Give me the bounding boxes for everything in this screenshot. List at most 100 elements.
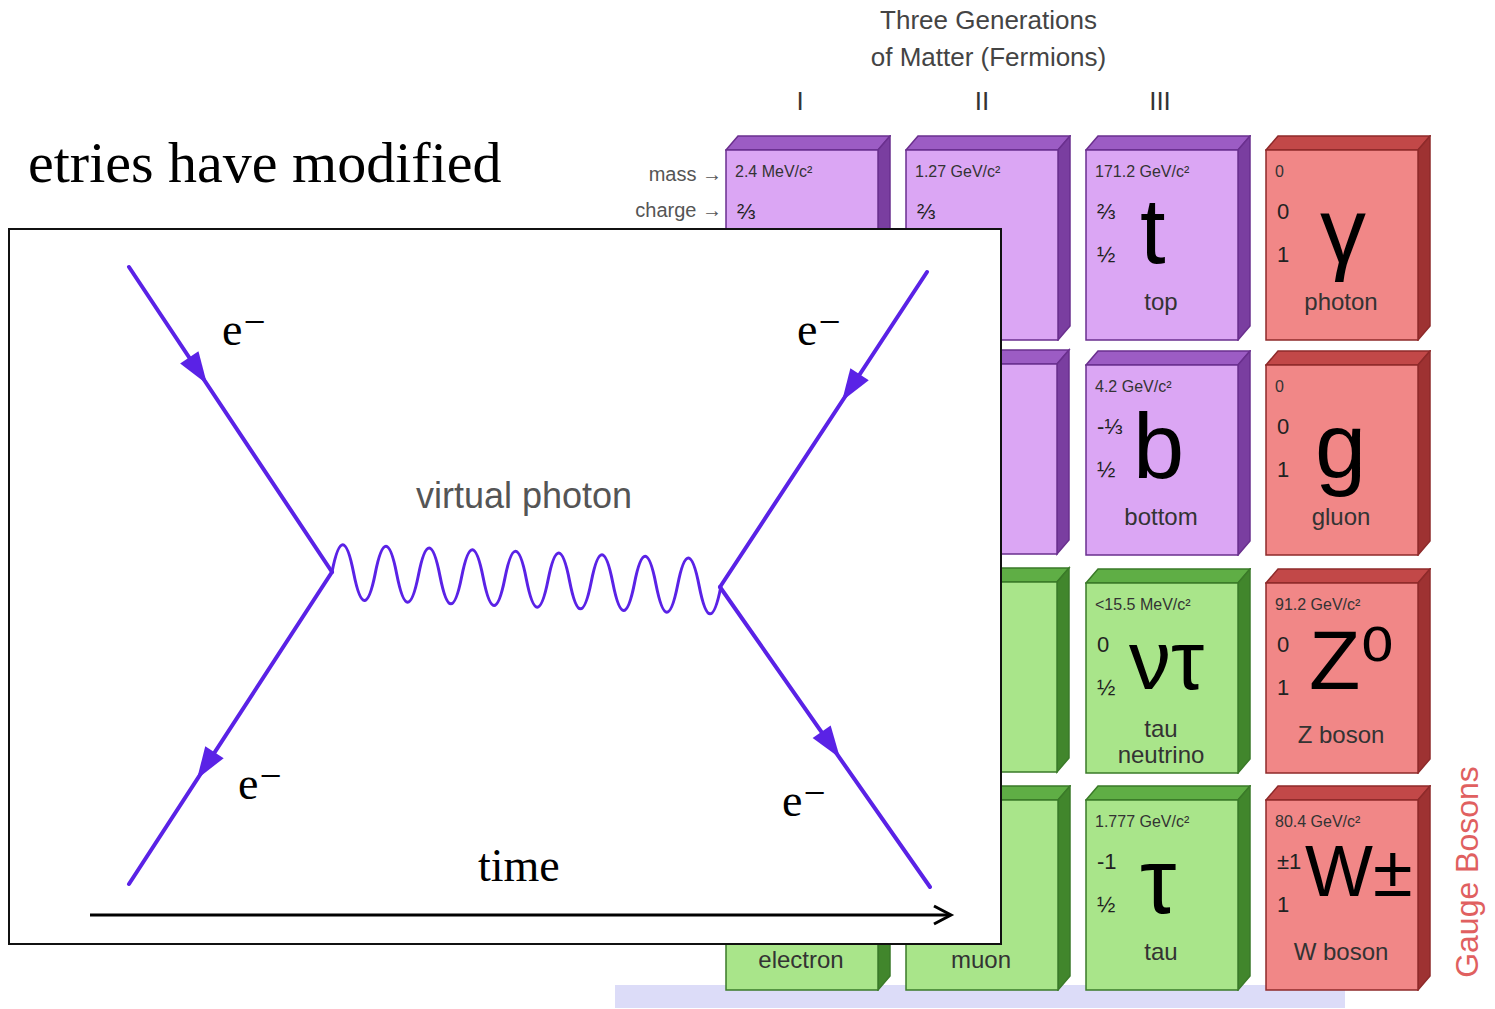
electron-line xyxy=(129,572,332,884)
arrowhead xyxy=(188,746,224,785)
propagator-label: virtual photon xyxy=(416,475,632,516)
particle-name: muon xyxy=(905,947,1057,973)
particle-symbol: t xyxy=(1140,185,1166,277)
card-top xyxy=(906,136,1070,150)
particle-symbol: ντ xyxy=(1129,618,1204,702)
particle-name: photon xyxy=(1265,289,1417,315)
charge-value: ±1 xyxy=(1277,849,1301,875)
charge-value: 0 xyxy=(1277,199,1289,225)
card-side xyxy=(1238,569,1250,773)
card-side xyxy=(1238,351,1250,555)
mass-value: 2.4 MeV/c² xyxy=(735,162,812,182)
electron-line xyxy=(720,587,930,887)
card-face xyxy=(1266,583,1418,773)
card-face xyxy=(1086,365,1238,555)
particle-label: e⁻ xyxy=(238,758,283,811)
spin-value: ½ xyxy=(1097,457,1115,483)
card-top xyxy=(1266,786,1430,800)
electron-line xyxy=(129,267,332,572)
charge-value: 0 xyxy=(1277,632,1289,658)
card-top xyxy=(1086,136,1250,150)
card-top xyxy=(1266,569,1430,583)
card-side xyxy=(1418,569,1430,773)
spin-value: 1 xyxy=(1277,892,1289,918)
card-face xyxy=(1086,583,1238,773)
row-key: charge → xyxy=(635,198,722,222)
card-top xyxy=(1086,569,1250,583)
particle-label: e⁻ xyxy=(222,304,267,357)
particle-symbol: Z⁰ xyxy=(1309,618,1394,702)
mass-value: <15.5 MeV/c² xyxy=(1095,595,1191,615)
electron-line xyxy=(720,272,927,587)
arrowhead xyxy=(813,725,849,764)
generation-number: I xyxy=(796,86,803,117)
particle-card: 4.2 GeV/c² -⅓ ½b bottom xyxy=(1085,350,1250,555)
mass-value: 4.2 GeV/c² xyxy=(1095,377,1171,397)
charge-value: -1 xyxy=(1097,849,1117,875)
particle-name: tau neutrino xyxy=(1111,716,1211,768)
card-side xyxy=(1058,786,1070,990)
spin-value: ½ xyxy=(1097,892,1115,918)
particle-card: 1.777 GeV/c² -1 ½τ tau xyxy=(1085,785,1250,990)
spin-value: ½ xyxy=(1097,675,1115,701)
diagram-panel: e⁻e⁻e⁻e⁻virtual photontime xyxy=(8,228,1002,945)
particle-name: gluon xyxy=(1265,504,1417,530)
spin-value: 1 xyxy=(1277,242,1289,268)
row-key: mass → xyxy=(649,162,722,186)
mass-value: 0 xyxy=(1275,162,1284,182)
group-label: Gauge Bosons xyxy=(1448,766,1486,978)
card-top xyxy=(1266,351,1430,365)
card-side xyxy=(1418,786,1430,990)
spin-value: 1 xyxy=(1277,675,1289,701)
feynman-illustration xyxy=(10,230,1004,947)
charge-value: 0 xyxy=(1277,414,1289,440)
particle-name: top xyxy=(1085,289,1237,315)
time-axis xyxy=(90,914,950,917)
particle-card: 91.2 GeV/c² 0 1 Z⁰ Z boson xyxy=(1265,568,1430,773)
particle-name: Z boson xyxy=(1265,722,1417,748)
mass-value: 1.777 GeV/c² xyxy=(1095,812,1189,832)
card-face xyxy=(1086,800,1238,990)
particle-name: bottom xyxy=(1085,504,1237,530)
particle-symbol: W± xyxy=(1305,835,1412,907)
charge-value: ⅔ xyxy=(917,199,935,225)
card-face xyxy=(1266,800,1418,990)
particle-card: 0 0 1 γ photon xyxy=(1265,135,1430,340)
charge-value: ⅔ xyxy=(737,199,755,225)
spin-value: ½ xyxy=(1097,242,1115,268)
particle-card: 80.4 GeV/c²±11W±W boson xyxy=(1265,785,1430,990)
card-side xyxy=(1058,136,1070,340)
particle-symbol: τ xyxy=(1140,835,1176,927)
particle-name: W boson xyxy=(1265,939,1417,965)
table-heading: Three Generations of Matter (Fermions) xyxy=(868,2,1109,76)
particle-name: tau xyxy=(1085,939,1237,965)
card-face xyxy=(1086,150,1238,340)
charge-value: 0 xyxy=(1097,632,1109,658)
particle-symbol: γ xyxy=(1320,185,1366,277)
time-arrowhead xyxy=(934,906,951,924)
mass-value: 171.2 GeV/c² xyxy=(1095,162,1189,182)
mass-value: 91.2 GeV/c² xyxy=(1275,595,1360,615)
card-side xyxy=(1238,786,1250,990)
particle-card: <15.5 MeV/c² 0 ½ ντ tau neutrino xyxy=(1085,568,1250,773)
spin-value: 1 xyxy=(1277,457,1289,483)
card-face xyxy=(1266,150,1418,340)
mass-value: 1.27 GeV/c² xyxy=(915,162,1000,182)
card-top xyxy=(726,136,890,150)
particle-card: 0 0 1g gluon xyxy=(1265,350,1430,555)
charge-value: -⅓ xyxy=(1097,414,1123,440)
card-top xyxy=(1266,136,1430,150)
particle-label: e⁻ xyxy=(782,775,827,828)
particle-card: 171.2 GeV/c²⅔½ttop xyxy=(1085,135,1250,340)
card-side xyxy=(1418,136,1430,340)
card-side xyxy=(1238,136,1250,340)
slide-title-fragment: etries have modified xyxy=(28,128,502,198)
card-top xyxy=(1086,786,1250,800)
particle-symbol: b xyxy=(1133,400,1184,492)
particle-symbol: g xyxy=(1315,400,1366,492)
mass-value: 0 xyxy=(1275,377,1284,397)
generation-number: II xyxy=(975,86,989,117)
axis-label: time xyxy=(478,840,560,893)
photon-wave xyxy=(332,545,721,614)
card-face xyxy=(1266,365,1418,555)
